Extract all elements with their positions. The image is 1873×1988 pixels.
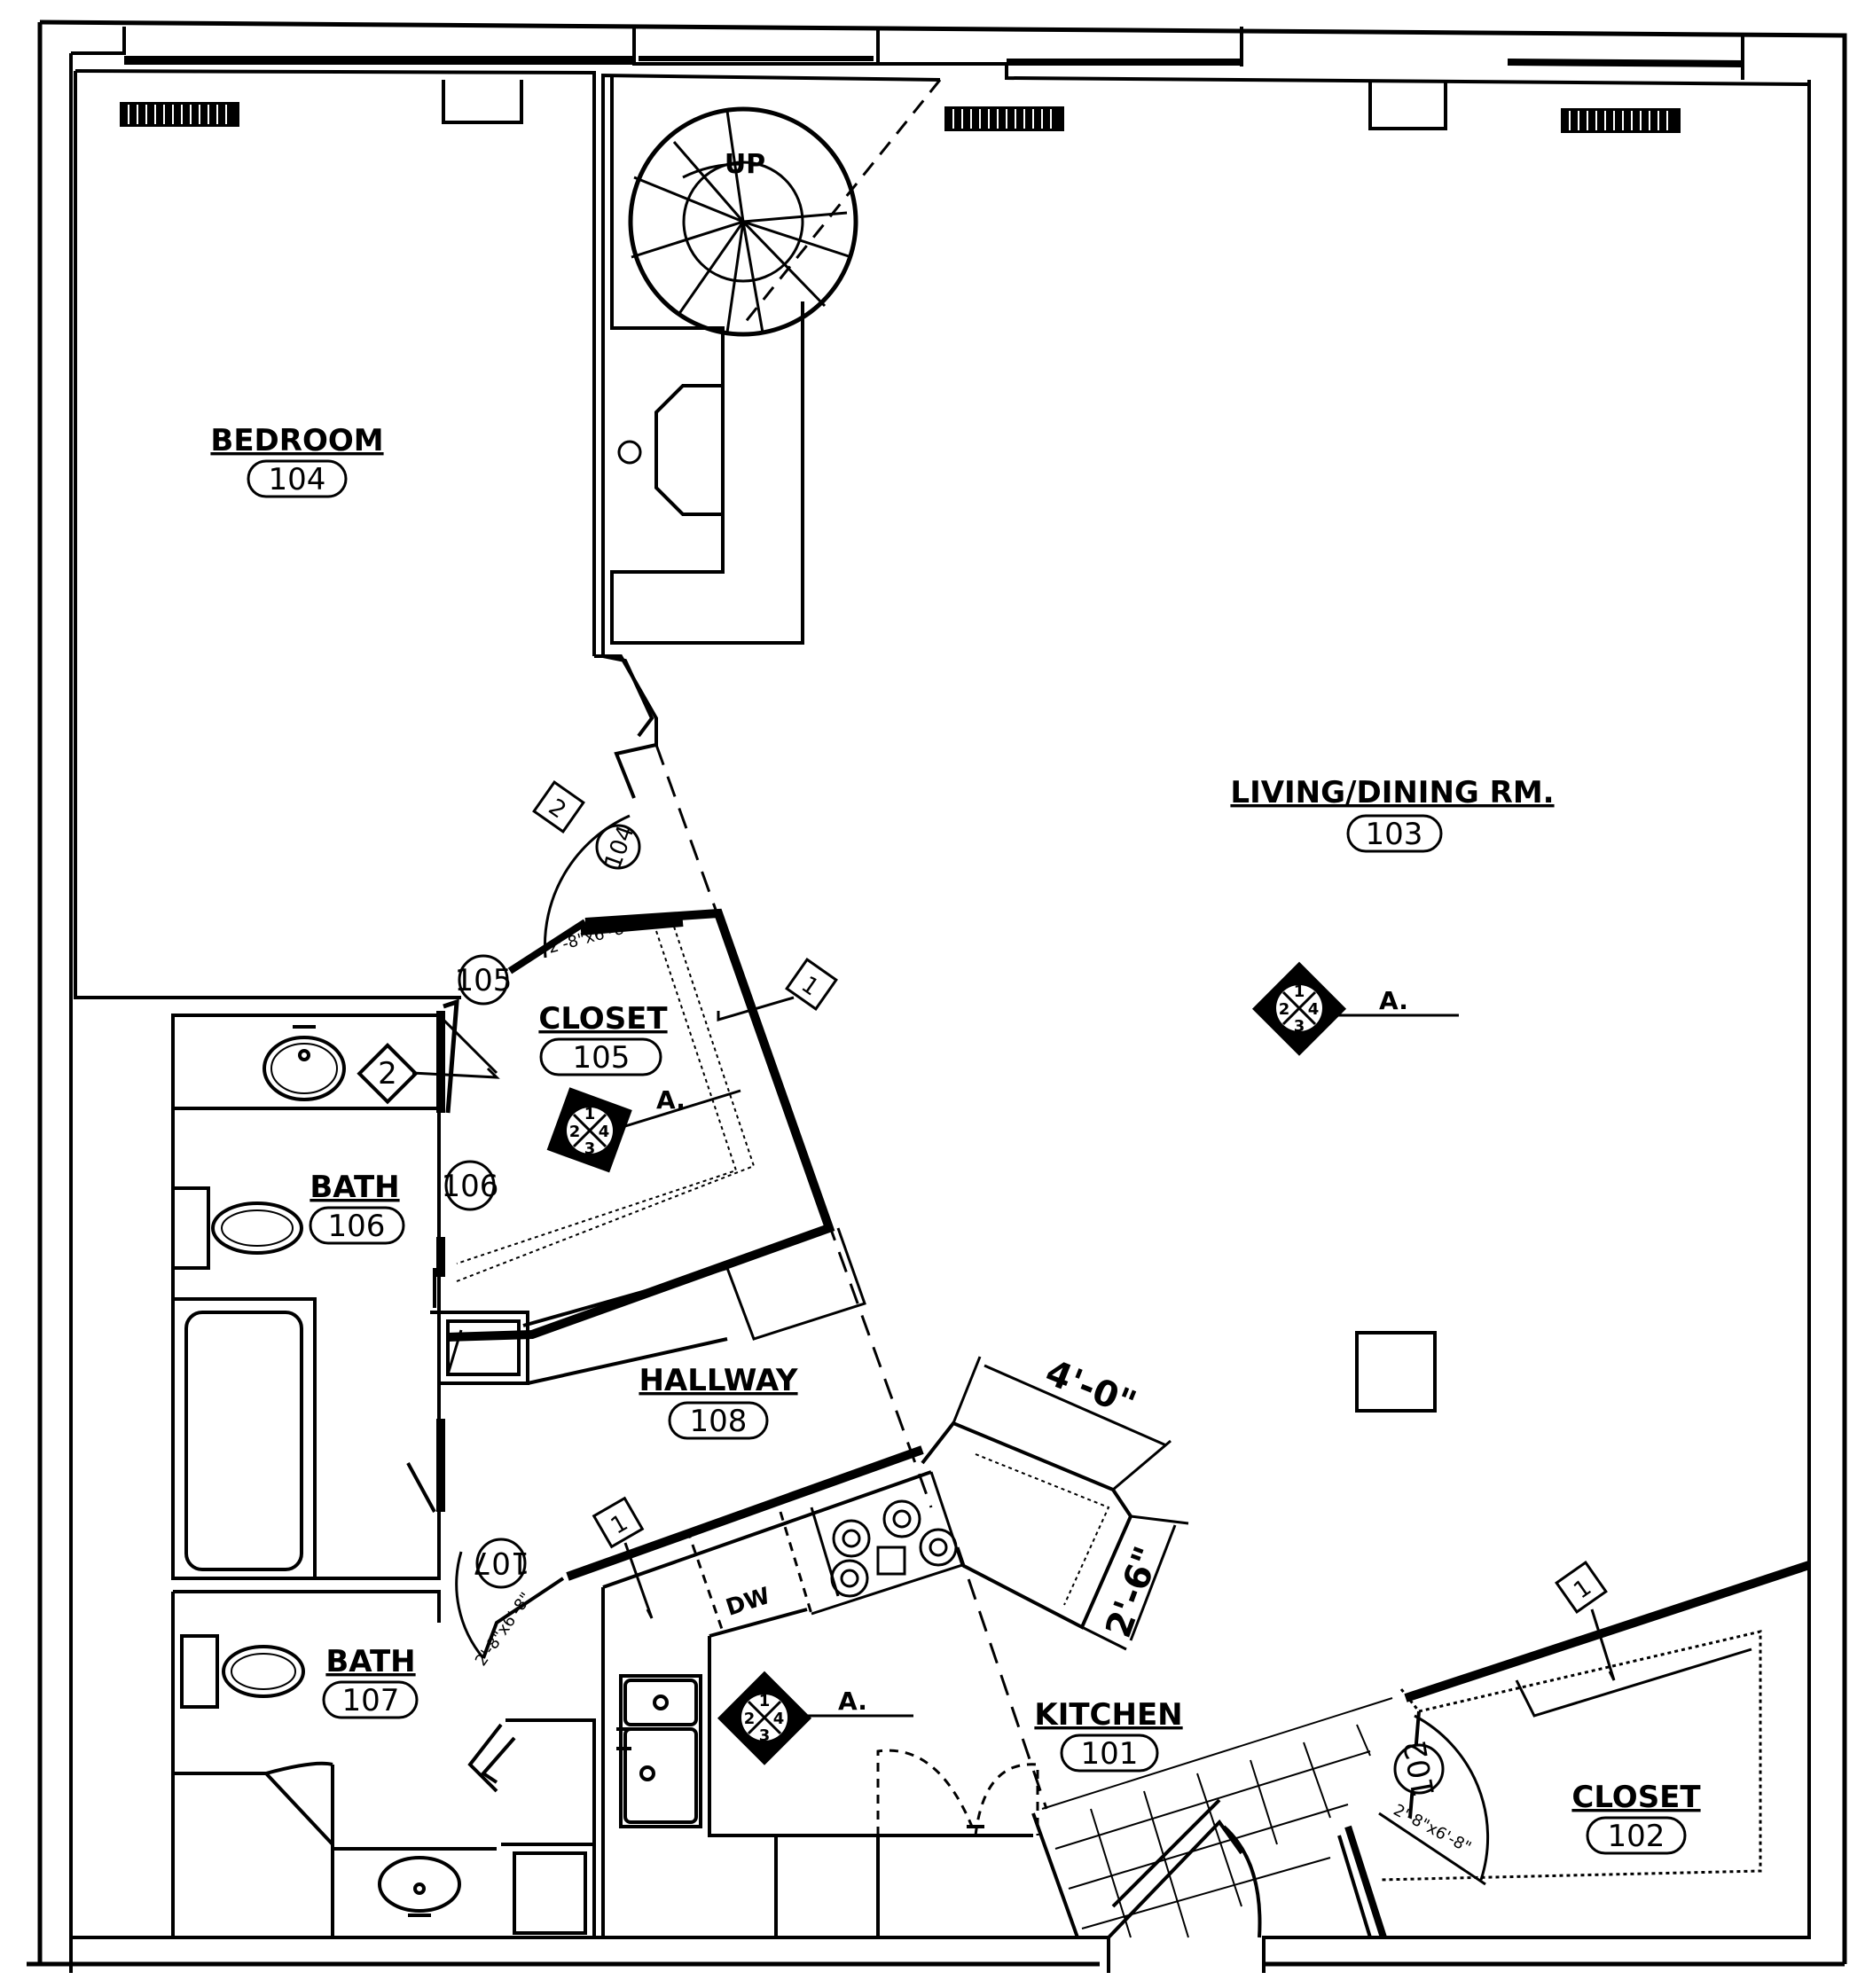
fireplace-icon xyxy=(617,440,642,465)
kitchen-walls xyxy=(566,1445,1033,1937)
island-width-dimension: 4'-0" xyxy=(1039,1352,1141,1425)
bedroom-name: BEDROOM xyxy=(210,423,383,458)
sink-icon xyxy=(263,1025,346,1101)
svg-text:106: 106 xyxy=(442,1169,499,1204)
bathtub-icon xyxy=(171,1297,317,1580)
svg-text:102: 102 xyxy=(1398,1737,1443,1800)
radiator-icon xyxy=(944,106,1064,131)
svg-text:3: 3 xyxy=(1294,1017,1305,1036)
dishwasher-label: DW xyxy=(723,1583,773,1622)
door-tag-102: 102 xyxy=(1393,1737,1445,1800)
radiator-icons xyxy=(120,102,1681,133)
svg-text:3: 3 xyxy=(584,1139,596,1158)
door-106-leaf xyxy=(442,1018,498,1075)
door-107-size: 2'-8"x6'-8" xyxy=(472,1589,536,1670)
elevation-label-living: A. xyxy=(1379,986,1408,1015)
svg-text:2: 2 xyxy=(378,1056,397,1092)
spiral-stair xyxy=(628,106,858,337)
section-tag: 1 xyxy=(717,958,838,1022)
toilet-icon xyxy=(171,1186,303,1270)
hallway-number: 108 xyxy=(690,1404,748,1439)
kitchen-base-cabinets xyxy=(774,1825,984,1937)
svg-text:1: 1 xyxy=(1294,982,1305,1001)
elevation-tag-kitchen: 1 4 3 2 A. xyxy=(717,1671,913,1765)
elevation-tag-living: 1 4 3 2 A. xyxy=(1251,961,1459,1056)
section-tag: 2 xyxy=(532,780,585,834)
svg-text:3: 3 xyxy=(759,1726,771,1745)
svg-text:2: 2 xyxy=(569,1123,581,1141)
elevation-tag-closet: 1 4 3 2 A. xyxy=(546,1085,741,1173)
svg-text:2: 2 xyxy=(1279,1000,1290,1019)
section-tag: 1 xyxy=(1555,1561,1616,1681)
bath-107-number: 107 xyxy=(342,1683,400,1718)
island-depth-dimension: 2'-6" xyxy=(1098,1541,1168,1643)
column xyxy=(1355,1331,1437,1413)
elevation-label-closet: A. xyxy=(656,1085,686,1115)
section-tag: 1 xyxy=(592,1496,654,1619)
pantry-doors xyxy=(876,1749,1039,1836)
kitchen-number: 101 xyxy=(1081,1736,1139,1772)
diagonal-partition xyxy=(594,654,658,799)
svg-text:1: 1 xyxy=(759,1692,771,1710)
closet-105-name: CLOSET xyxy=(538,1001,668,1037)
diagonal-dash-2 xyxy=(956,1546,1048,1810)
bath-107-walls xyxy=(171,1590,596,1937)
svg-text:107: 107 xyxy=(473,1545,530,1580)
door-tag-107: 107 xyxy=(473,1538,530,1589)
kitchen-sink-icon xyxy=(616,1674,702,1828)
hallway-name: HALLWAY xyxy=(639,1363,797,1398)
closet-105-walls xyxy=(446,908,866,1375)
svg-text:1: 1 xyxy=(584,1105,596,1123)
radiator-icon xyxy=(1561,108,1681,133)
bath-107-name: BATH xyxy=(325,1644,415,1679)
door-tag-106: 106 xyxy=(442,1160,499,1211)
stair-direction-label: UP xyxy=(725,149,765,180)
svg-text:4: 4 xyxy=(773,1710,785,1728)
svg-text:2: 2 xyxy=(744,1710,756,1728)
entry-stair xyxy=(1031,1798,1262,1939)
door-107-swing xyxy=(455,1551,485,1659)
svg-text:105: 105 xyxy=(455,963,513,998)
hallway-walls xyxy=(437,1266,728,1385)
range-icon xyxy=(830,1499,958,1598)
closet-102-number: 102 xyxy=(1608,1819,1665,1854)
door-102-swing xyxy=(1414,1714,1490,1881)
closet-105-number: 105 xyxy=(573,1040,631,1076)
kitchen-island xyxy=(921,1421,1133,1630)
living-room-name: LIVING/DINING RM. xyxy=(1230,775,1554,810)
door-tag-105: 105 xyxy=(455,954,513,1006)
bedroom-number: 104 xyxy=(269,462,326,497)
stair-column xyxy=(594,73,1447,658)
toilet-icon xyxy=(180,1634,305,1709)
bath-106-number: 106 xyxy=(328,1209,386,1244)
bedroom-walls xyxy=(74,69,596,999)
entry-tile xyxy=(1041,1697,1393,1938)
svg-text:4: 4 xyxy=(599,1123,610,1141)
closet-102-walls xyxy=(1337,1561,1811,1939)
stair-cut-line xyxy=(739,79,942,329)
svg-text:4: 4 xyxy=(1308,1000,1320,1019)
kitchen-name: KITCHEN xyxy=(1034,1697,1182,1733)
door-tag-104: 104 xyxy=(595,822,641,873)
living-room-number: 103 xyxy=(1366,817,1423,852)
closet-102-name: CLOSET xyxy=(1571,1780,1701,1815)
section-tag: 2 xyxy=(357,1043,500,1105)
dimension-lines xyxy=(952,1356,1189,1651)
radiator-icon xyxy=(120,102,239,127)
bath-106-name: BATH xyxy=(310,1170,399,1205)
elevation-label-kitchen: A. xyxy=(838,1687,867,1716)
sink-icon xyxy=(378,1856,461,1917)
